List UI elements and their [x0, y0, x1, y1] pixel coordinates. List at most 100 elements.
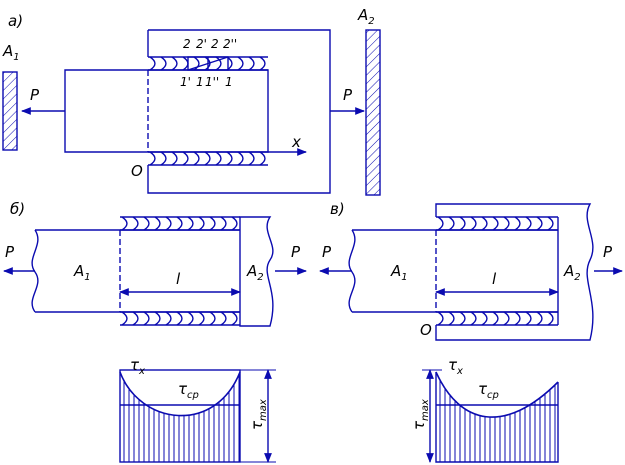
diagram-left-frame — [119, 369, 241, 463]
mark-2dprime: 2'' — [223, 37, 237, 51]
weld-bead-arc — [231, 311, 238, 326]
lower-weld-v — [436, 311, 558, 326]
length-label-b: l — [176, 270, 181, 288]
weld-bead-arc — [259, 56, 266, 71]
mark-2prime: 2' — [196, 37, 207, 51]
mark-2a: 2 — [183, 37, 191, 51]
weld-bead-arc — [248, 56, 255, 71]
weld-bead-arc — [547, 311, 554, 326]
figure-b-letter: б) — [10, 200, 25, 218]
weld-bead-arc — [492, 311, 499, 326]
diagram-right-tau-max: τmax — [410, 399, 431, 430]
plate-a1-label-b: A1 — [73, 262, 91, 283]
force-left-label-b: P — [5, 243, 15, 261]
diagram-left-curve — [119, 371, 241, 417]
weld-bead-arc — [198, 311, 205, 326]
weld-bead-arc — [187, 311, 194, 326]
mark-1b: 1 — [225, 75, 233, 89]
weld-bead-arc — [248, 151, 255, 166]
weld-bead-arc — [525, 216, 532, 231]
plate-a2-label-b: A2 — [246, 262, 264, 283]
weld-bead-arc — [154, 216, 161, 231]
weld-bead-arc — [149, 56, 156, 71]
origin-label-v: O — [420, 321, 432, 339]
weld-bead-arc — [492, 216, 499, 231]
length-label-v: l — [492, 270, 497, 288]
left-plate-v — [348, 229, 436, 313]
force-right-label-b: P — [291, 243, 301, 261]
right-plate-b — [239, 216, 274, 327]
x-axis-label: x — [291, 133, 301, 151]
weld-bead-arc — [149, 151, 156, 166]
weld-bead-arc — [481, 216, 488, 231]
weld-bead-arc — [143, 216, 150, 231]
lower-weld-b — [120, 311, 240, 326]
weld-bead-arc — [160, 56, 167, 71]
diagram-right-tau-x: τx — [448, 356, 463, 377]
weld-bead-arc — [459, 216, 466, 231]
weld-bead-arc — [121, 216, 128, 231]
force-right-label-v: P — [603, 243, 613, 261]
weld-bead-arc — [481, 311, 488, 326]
weld-bead-arc — [176, 216, 183, 231]
weld-bead-arc — [193, 151, 200, 166]
weld-bead-arc — [448, 311, 455, 326]
weld-bead-arc — [204, 151, 211, 166]
figure-v: в) l A1 A2 O P P — [319, 200, 623, 341]
right-plate-label: A2 — [357, 6, 375, 27]
outer-plate — [147, 29, 331, 194]
weld-bead-arc — [220, 311, 227, 326]
force-left-label-v: P — [322, 243, 332, 261]
diagram-left-tau-x: τx — [130, 356, 145, 377]
weld-bead-arc — [209, 311, 216, 326]
weld-bead-arc — [514, 216, 521, 231]
weld-bead-arc — [226, 151, 233, 166]
weld-bead-arc — [459, 311, 466, 326]
weld-bead-arc — [503, 311, 510, 326]
mark-1a: 1 — [196, 75, 204, 89]
weld-bead-arc — [198, 216, 205, 231]
right-end-plate — [365, 29, 381, 196]
weld-bead-arc — [165, 311, 172, 326]
weld-bead-arc — [171, 151, 178, 166]
diagram-right-curve — [435, 371, 559, 418]
diagram-right-frame — [435, 372, 559, 463]
origin-label: O — [131, 162, 143, 180]
weld-bead-arc — [160, 151, 167, 166]
stress-diagram-right: τx τср τmax — [410, 356, 559, 463]
weld-bead-arc — [437, 311, 444, 326]
weld-bead-arc — [215, 151, 222, 166]
figure-a: а) A1 A2 2 2' 2 2'' 1' 1 1'' — [2, 6, 381, 196]
weld-bead-arc — [514, 311, 521, 326]
diagram-left-tau-avg: τср — [178, 380, 199, 401]
weld-bead-arc — [220, 216, 227, 231]
weld-bead-arc — [536, 216, 543, 231]
weld-bead-arc — [437, 216, 444, 231]
right-plate-v — [435, 203, 594, 341]
weld-bead-arc — [182, 56, 189, 71]
weld-bead-arc — [171, 56, 178, 71]
weld-bead-arc — [165, 216, 172, 231]
weld-bead-arc — [121, 311, 128, 326]
weld-bead-arc — [237, 151, 244, 166]
weld-bead-arc — [182, 151, 189, 166]
plate-a1-label-v: A1 — [390, 262, 408, 283]
weld-bead-arc — [470, 311, 477, 326]
weld-bead-arc — [525, 311, 532, 326]
figure-v-letter: в) — [330, 200, 345, 218]
weld-bead-arc — [215, 56, 222, 71]
weld-bead-arc — [143, 311, 150, 326]
weld-bead-arc — [187, 216, 194, 231]
upper-weld-v — [436, 216, 558, 231]
lower-weld-seam — [148, 151, 268, 166]
force-left-label: P — [30, 86, 40, 104]
mark-1prime: 1' — [180, 75, 191, 89]
weld-bead-arc — [231, 216, 238, 231]
weld-bead-arc — [154, 311, 161, 326]
left-plate-b — [31, 229, 120, 313]
weld-bead-arc — [259, 151, 266, 166]
weld-bead-arc — [209, 216, 216, 231]
weld-bead-arc — [132, 216, 139, 231]
stress-diagram-left: τx τср τmax — [119, 356, 276, 463]
